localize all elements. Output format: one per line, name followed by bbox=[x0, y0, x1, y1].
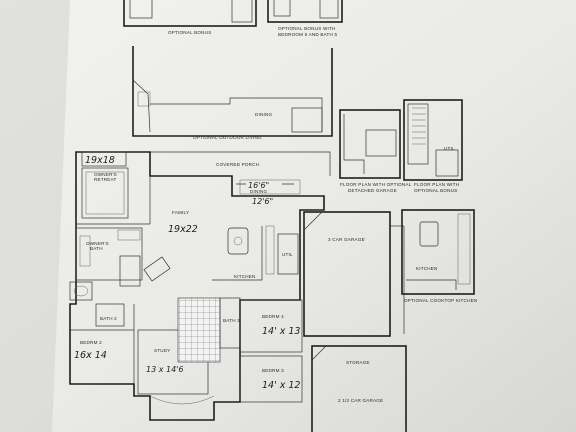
optional-bonus-label: OPTIONAL BONUS bbox=[168, 30, 211, 35]
detached-garage-label-2: DETACHED GARAGE bbox=[348, 188, 397, 193]
util-main-label: UTIL bbox=[282, 252, 293, 257]
plan-bonus-label-2: OPTIONAL BONUS bbox=[414, 188, 457, 193]
optional-bonus-bedroom-label-2: BEDROOM 5 AND BATH 5 bbox=[278, 32, 338, 37]
optional-bonus-bedroom-label-1: OPTIONAL BONUS WITH bbox=[278, 26, 335, 31]
main-floor-plan: COVERED PORCH OWNER'S RETREAT OWNER'S BA… bbox=[69, 151, 407, 432]
bedroom-4-label: BEDRM 4 bbox=[262, 314, 284, 319]
optional-cooktop-kitchen-label: OPTIONAL COOKTOP KITCHEN bbox=[404, 298, 477, 303]
detached-garage-variant: FLOOR PLAN WITH OPTIONAL DETACHED GARAGE bbox=[339, 109, 412, 193]
garage-3car-label: 3 CAR GARAGE bbox=[328, 237, 365, 242]
bedroom-3-label: BEDRM 3 bbox=[262, 368, 284, 373]
foyer-tile bbox=[177, 297, 221, 363]
handwritten-notes: 19x18 19x22 16'6" 12'6" 14' x 13 16x 14 … bbox=[74, 151, 300, 391]
plan-bonus-label-1: FLOOR PLAN WITH bbox=[414, 182, 459, 187]
detached-garage-label-1: FLOOR PLAN WITH OPTIONAL bbox=[340, 182, 412, 187]
storage-label: STORAGE bbox=[346, 360, 370, 365]
optional-outdoor-living-label: OPTIONAL OUTDOOR LIVING bbox=[193, 135, 262, 140]
optional-outdoor-living-plan: DINING OPTIONAL OUTDOOR LIVING bbox=[132, 46, 333, 140]
family-label: FAMILY bbox=[172, 210, 189, 215]
outdoor-dining-label: DINING bbox=[255, 112, 273, 117]
owners-retreat-label-1: OWNER'S bbox=[94, 172, 117, 177]
bedroom-2-dim: 16x 14 bbox=[74, 350, 107, 361]
owners-retreat-label-2: RETREAT bbox=[94, 177, 117, 182]
study-label: STUDY bbox=[154, 348, 171, 353]
owners-bath-label-1: OWNER'S bbox=[86, 241, 109, 246]
owners-retreat-dim: 19x18 bbox=[85, 155, 115, 166]
bonus-floor-plan-variant: UTIL FLOOR PLAN WITH OPTIONAL BONUS bbox=[403, 99, 463, 193]
paper-shadow bbox=[0, 0, 70, 432]
kitchen-opt-label: KITCHEN bbox=[416, 266, 438, 271]
util-bonus-label: UTIL bbox=[444, 146, 455, 151]
optional-bonus-bedroom-plan: OPTIONAL BONUS WITH BEDROOM 5 AND BATH 5 bbox=[267, 0, 343, 37]
bath-3-label: BATH 3 bbox=[223, 318, 240, 323]
optional-bonus-plan: OPTIONAL BONUS bbox=[123, 0, 257, 35]
study-dim: 13 x 14'6 bbox=[146, 365, 183, 374]
dining-dim-1: 16'6" bbox=[248, 181, 269, 190]
owners-bath-label-2: BATH bbox=[90, 246, 103, 251]
dining-label: DINING bbox=[250, 189, 268, 194]
family-dim: 19x22 bbox=[168, 224, 198, 235]
kitchen-label: KITCHEN bbox=[234, 274, 256, 279]
garage-2half-label: 2 1/2 CAR GARAGE bbox=[338, 398, 383, 403]
optional-cooktop-kitchen-variant: KITCHEN OPTIONAL COOKTOP KITCHEN bbox=[401, 209, 477, 303]
bedroom-4-dim: 14' x 13 bbox=[262, 326, 300, 337]
dining-dim-2: 12'6" bbox=[252, 197, 273, 206]
bath-2-label: BATH 2 bbox=[100, 316, 117, 321]
bedroom-3-dim: 14' x 12 bbox=[262, 380, 300, 391]
bedroom-2-label: BEDRM 2 bbox=[80, 340, 102, 345]
covered-porch-label: COVERED PORCH bbox=[216, 162, 259, 167]
